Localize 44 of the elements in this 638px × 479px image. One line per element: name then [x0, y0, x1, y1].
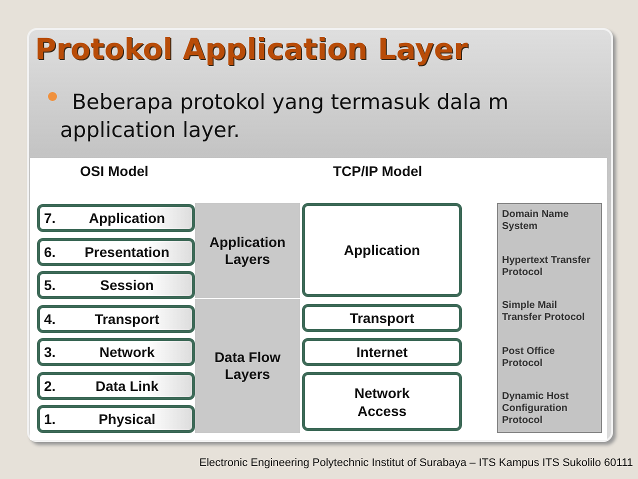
layer-number: 4.	[43, 311, 57, 327]
column-heading: OSI Model	[80, 163, 148, 179]
layer-number: 7.	[43, 210, 57, 226]
column-heading: TCP/IP Model	[333, 163, 422, 179]
protocol-name: Domain Name System	[502, 209, 570, 233]
layer-box	[37, 372, 195, 400]
layer-number: 5.	[43, 277, 57, 293]
layer-box	[302, 338, 462, 366]
group-label: Application Layers	[208, 234, 287, 268]
protocol-name: Dynamic Host Configuration Protocol	[502, 391, 570, 427]
layer-box	[37, 405, 195, 433]
layer-box	[37, 271, 195, 299]
layer-name: Physical	[98, 411, 156, 427]
layer-name: Transport	[348, 309, 416, 327]
layer-group-band	[195, 203, 300, 299]
layer-group-band	[195, 299, 300, 433]
layer-box	[37, 305, 195, 333]
footer-text: Electronic Engineering Polytechnic Institut of Surabaya – ITS Kampus ITS Sukolilo 60111	[198, 457, 633, 469]
layer-number: 1.	[43, 411, 57, 427]
layer-name: Application	[342, 241, 422, 259]
layer-name: Session	[99, 277, 155, 293]
layer-number: 6.	[43, 244, 57, 260]
layer-name: Data Link	[94, 378, 160, 394]
layer-name: Transport	[94, 311, 160, 327]
group-label: Data Flow Layers	[213, 349, 282, 383]
layer-name: Presentation	[84, 244, 170, 260]
layer-box	[37, 204, 195, 232]
layer-box	[302, 372, 462, 431]
layer-box	[302, 203, 462, 297]
protocol-list-panel	[497, 203, 602, 433]
layer-box	[37, 238, 195, 266]
layer-name: Application	[88, 210, 166, 226]
layer-number: 3.	[43, 344, 57, 360]
protocol-name: Hypertext Transfer Protocol	[502, 254, 592, 278]
layer-number: 2.	[43, 378, 57, 394]
layer-name: Network	[98, 344, 156, 360]
bullet-text: Beberapa protokol yang termasuk dala m application layer.	[60, 89, 510, 144]
layer-name: Network Access	[353, 384, 411, 420]
layer-box	[37, 338, 195, 366]
protocol-name: Post Office Protocol	[502, 346, 556, 370]
layer-name: Internet	[355, 343, 409, 361]
layer-box	[302, 304, 462, 332]
protocol-name: Simple Mail Transfer Protocol	[502, 300, 586, 324]
slide-title: Protokol Application Layer	[35, 32, 468, 66]
